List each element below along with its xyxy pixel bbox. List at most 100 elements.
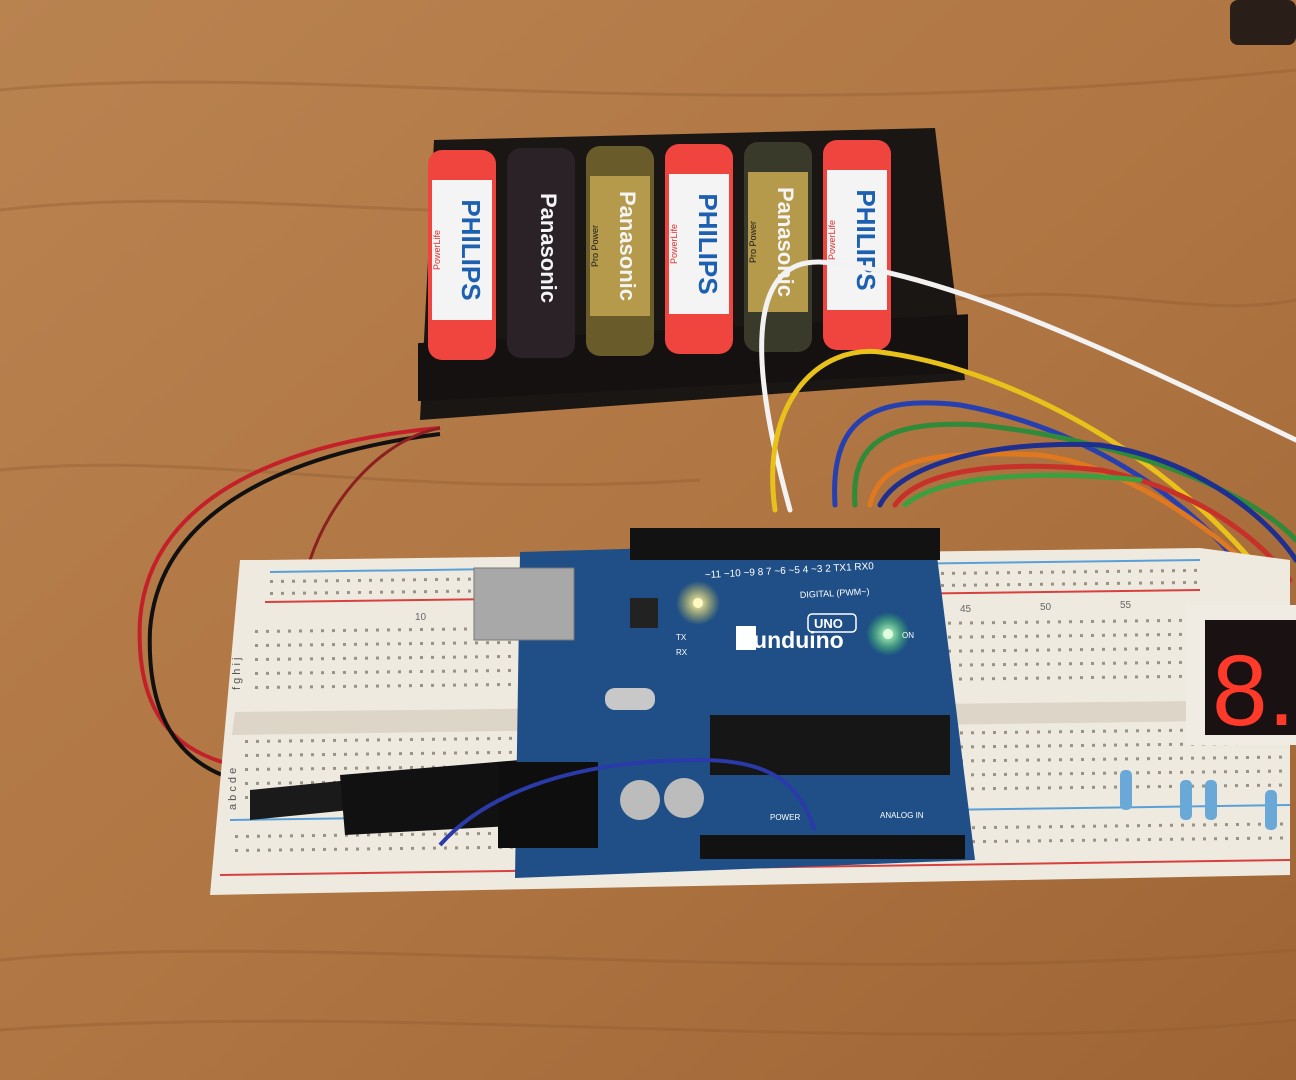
breadboard-hole <box>332 671 335 675</box>
breadboard-hole <box>1091 647 1094 651</box>
battery-label <box>669 174 729 314</box>
breadboard-hole <box>256 767 259 771</box>
breadboard-hole <box>443 737 446 741</box>
breadboard-hole <box>985 571 988 575</box>
breadboard-hole <box>376 628 379 632</box>
breadboard-hole <box>1058 662 1061 666</box>
breadboard-hole <box>347 591 350 595</box>
breadboard-hole <box>257 848 260 852</box>
reset-button <box>630 598 658 628</box>
breadboard-hole <box>1004 730 1007 734</box>
breadboard-hole <box>420 628 423 632</box>
usb-connector <box>473 567 575 641</box>
breadboard-hole <box>1026 744 1029 748</box>
breadboard-hole <box>1202 756 1205 760</box>
breadboard-hole <box>424 590 427 594</box>
breadboard-hole <box>311 739 314 743</box>
breadboard-hole <box>1168 647 1171 651</box>
breadboard-hole <box>336 591 339 595</box>
breadboard-hole <box>1136 771 1139 775</box>
wire-blue <box>832 400 1293 643</box>
breadboard-hole <box>380 578 383 582</box>
breadboard-hole <box>278 753 281 757</box>
breadboard-hole <box>1036 620 1039 624</box>
breadboard-hole <box>431 627 434 631</box>
breadboard-hole <box>245 754 248 757</box>
breadboard-hole <box>299 685 302 689</box>
breadboard-hole <box>1269 836 1272 840</box>
breadboard-hole <box>1268 755 1271 759</box>
breadboard-col-45: 45 <box>960 604 972 615</box>
breadboard-hole <box>323 847 326 851</box>
breadboard-hole <box>366 766 369 770</box>
breadboard-hole <box>1070 730 1073 734</box>
breadboard-hole <box>1092 757 1095 761</box>
breadboard-hole <box>1159 837 1162 841</box>
breadboard-hole <box>1150 581 1153 585</box>
breadboard-hole <box>1161 581 1164 585</box>
breadboard-hole <box>292 579 295 583</box>
breadboard-hole <box>1082 824 1085 828</box>
battery-label <box>748 172 808 312</box>
breadboard-hole <box>1005 825 1008 829</box>
breadboard-hole <box>266 643 269 647</box>
breadboard-hole <box>994 825 997 829</box>
breadboard-hole <box>1236 822 1239 826</box>
breadboard-hole <box>970 621 973 625</box>
breadboard-hole <box>455 832 458 836</box>
breadboard-hole <box>982 731 985 735</box>
digital-header <box>630 528 940 560</box>
breadboard-hole <box>508 640 511 644</box>
breadboard-hole <box>444 832 447 836</box>
breadboard-hole <box>1026 772 1029 776</box>
breadboard-hole <box>267 739 270 743</box>
model-label: UNO <box>814 616 843 631</box>
breadboard-hole <box>367 833 370 837</box>
breadboard-hole <box>508 682 511 686</box>
breadboard-hole <box>1007 583 1010 587</box>
breadboard-hole <box>420 656 423 660</box>
dark-object-corner <box>1230 0 1296 45</box>
breadboard-col-10: 10 <box>415 612 427 623</box>
battery-label <box>590 176 650 316</box>
breadboard-hole <box>993 731 996 735</box>
breadboard-hole <box>1004 772 1007 776</box>
breadboard-hole <box>398 628 401 632</box>
breadboard-hole <box>971 731 974 735</box>
breadboard-hole <box>963 583 966 587</box>
breadboard-hole <box>1036 662 1039 666</box>
breadboard-hole <box>299 657 302 661</box>
dc-power-cable <box>250 760 530 835</box>
breadboard-hole <box>292 591 295 595</box>
breadboard-hole <box>366 752 369 756</box>
breadboard-hole <box>981 663 984 667</box>
power-label: POWER <box>770 813 800 822</box>
breadboard-hole <box>1146 633 1149 637</box>
breadboard-hole <box>981 649 984 653</box>
breadboard-hole <box>235 835 238 838</box>
battery-wire-black <box>147 432 441 787</box>
breadboard-hole <box>1146 619 1149 623</box>
breadboard-hole <box>1018 571 1021 575</box>
breadboard-hole <box>1268 783 1271 787</box>
breadboard-hole <box>267 781 270 785</box>
breadboard-hole <box>1113 619 1116 623</box>
breadboard-hole <box>994 839 997 843</box>
breadboard-hole <box>1135 633 1138 637</box>
breadboard-hole <box>948 649 951 653</box>
battery-brand: PHILIPS <box>851 189 881 290</box>
breadboard-hole <box>1136 743 1139 747</box>
breadboard-hole <box>981 677 984 681</box>
breadboard-hole <box>409 628 412 632</box>
breadboard-hole <box>1203 837 1206 841</box>
breadboard-hole <box>387 642 390 646</box>
breadboard-hole <box>1180 742 1183 746</box>
breadboard-hole <box>1062 570 1065 574</box>
breadboard-hole <box>982 773 985 777</box>
breadboard-hole <box>1136 757 1139 761</box>
breadboard-hole <box>1148 838 1151 842</box>
breadboard-hole <box>344 752 347 756</box>
breadboard-hole <box>1170 823 1173 827</box>
